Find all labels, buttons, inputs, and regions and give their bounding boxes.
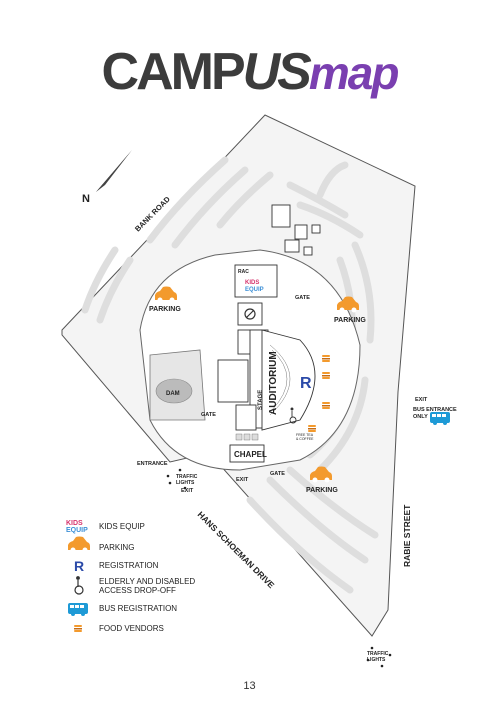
rac-building (234, 264, 278, 298)
legend-label-bus: BUS REGISTRATION (99, 604, 177, 613)
bus-icon (430, 412, 450, 425)
title-part-camp: CAMP (101, 43, 246, 101)
legend-item-kids: KIDS EQUIP KIDS EQUIP (66, 520, 145, 534)
service-building-2 (294, 224, 308, 240)
auditorium-label: AUDITORIUM (268, 351, 279, 415)
page-title: CAMPUSmap (0, 46, 499, 98)
kids-logo-text-1: KIDS (245, 280, 259, 286)
free-tea-label-1: FREE TEA (296, 433, 314, 437)
rac-label: RAC (238, 269, 249, 275)
exit-label-west: EXIT (181, 488, 194, 494)
traffic-lights-label-west-1: TRAFFIC (176, 474, 198, 480)
road-label-hans: HANS SCHOEMAN DRIVE (196, 509, 277, 590)
parking-label-west: PARKING (149, 306, 181, 313)
wheelchair-icon (74, 576, 84, 595)
north-arrow-icon (96, 150, 132, 192)
traffic-lights-label-south-1: TRAFFIC (367, 651, 389, 657)
parking-label-east: PARKING (334, 317, 366, 324)
bus-icon (68, 603, 88, 616)
side-building-2 (235, 404, 257, 431)
service-building-4 (303, 246, 313, 256)
traffic-light-dots (166, 468, 392, 668)
gate-label-west: GATE (201, 412, 216, 418)
food-icon (322, 355, 330, 362)
traffic-lights-label-west-2: LIGHTS (176, 480, 195, 486)
dam-label: DAM (166, 391, 180, 397)
auditorium-building (261, 329, 316, 431)
free-tea-label-2: & COFFEE (296, 437, 314, 441)
legend-item-registration: R REGISTRATION (74, 558, 159, 574)
legend-label-registration: REGISTRATION (99, 561, 159, 570)
legend-label-kids: KIDS EQUIP (99, 522, 145, 531)
kids-logo-text-2: EQUIP (245, 287, 264, 293)
north-label: N (82, 193, 90, 205)
chapel-seating (235, 433, 259, 441)
chapel-label: CHAPEL (234, 450, 267, 459)
legend: KIDS EQUIP KIDS EQUIP PARKING R REGISTRA… (66, 520, 195, 633)
food-icon (322, 402, 330, 409)
service-building-3 (284, 239, 300, 253)
service-building-1 (271, 204, 291, 228)
page-number: 13 (243, 680, 256, 692)
legend-item-parking: PARKING (68, 536, 134, 553)
gate-label-south: GATE (270, 471, 285, 477)
title-part-us: US (242, 43, 312, 101)
service-building-5 (311, 224, 321, 234)
legend-label-food: FOOD VENDORS (99, 624, 164, 633)
title-part-map: map (308, 47, 400, 99)
kids-equip-icon-2: EQUIP (66, 527, 88, 534)
exit-label-south: EXIT (236, 477, 249, 483)
road-label-rabie: RABIE STREET (402, 504, 412, 567)
food-icon (74, 625, 82, 632)
registration-icon: R (74, 558, 84, 574)
chapel-building (229, 444, 265, 463)
auditorium-seating (269, 344, 291, 416)
legend-item-bus: BUS REGISTRATION (68, 603, 177, 616)
legend-label-wheelchair-2: ACCESS DROP-OFF (99, 586, 176, 595)
legend-label-wheelchair-1: ELDERLY AND DISABLED (99, 577, 195, 586)
car-icon (68, 536, 90, 553)
bus-entrance-label-1: BUS ENTRANCE (413, 407, 457, 413)
food-icon (322, 372, 330, 379)
dam-water (155, 378, 193, 404)
legend-item-food: FOOD VENDORS (74, 624, 164, 633)
side-building-1 (217, 359, 249, 403)
wheelchair-icon (289, 407, 297, 424)
parking-label-south: PARKING (306, 487, 338, 494)
kids-equip-icon: KIDS (66, 520, 83, 527)
entrance-label: ENTRANCE (137, 461, 168, 467)
food-icon (308, 425, 316, 432)
no-entry-icon (244, 308, 256, 320)
traffic-lights-label-south-2: LIGHTS (367, 657, 386, 663)
registration-marker: R (300, 375, 312, 392)
stage-label: STAGE (258, 390, 264, 410)
buildings (217, 204, 321, 463)
gate-label-north: GATE (295, 295, 310, 301)
legend-item-wheelchair: ELDERLY AND DISABLED ACCESS DROP-OFF (74, 576, 195, 595)
exit-label-east: EXIT (415, 397, 428, 403)
legend-label-parking: PARKING (99, 543, 134, 552)
bus-entrance-label-2: ONLY (413, 414, 428, 420)
